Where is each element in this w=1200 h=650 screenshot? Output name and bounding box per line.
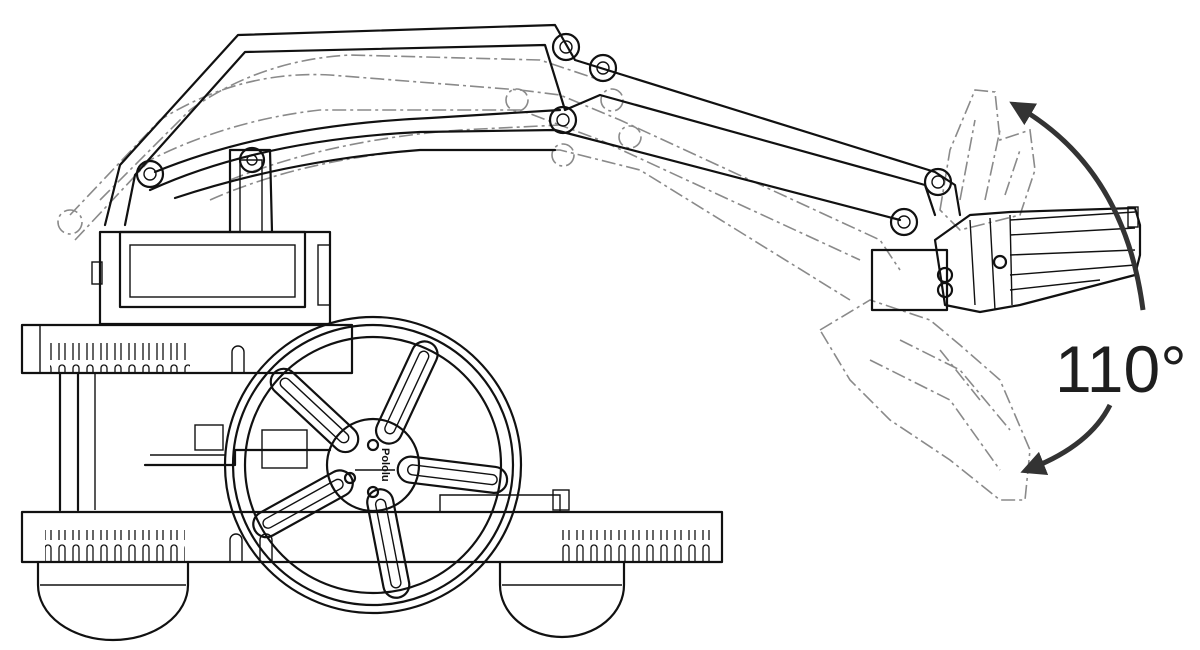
- robot-chassis: [20, 230, 724, 642]
- rotation-angle-label: 110°: [1055, 332, 1187, 406]
- rotation-arc-upper: [1009, 101, 1146, 311]
- rotation-range-indicator: 110°: [1009, 101, 1187, 476]
- robot-arm: [103, 23, 962, 234]
- rotation-arc-lower: [1020, 403, 1113, 476]
- wheel: Pololu: [223, 315, 523, 615]
- ghost-arm-positions: [57, 54, 1036, 501]
- wheel-brand-label: Pololu: [379, 448, 391, 482]
- gripper: [870, 206, 1142, 314]
- arm-screws: [135, 32, 953, 237]
